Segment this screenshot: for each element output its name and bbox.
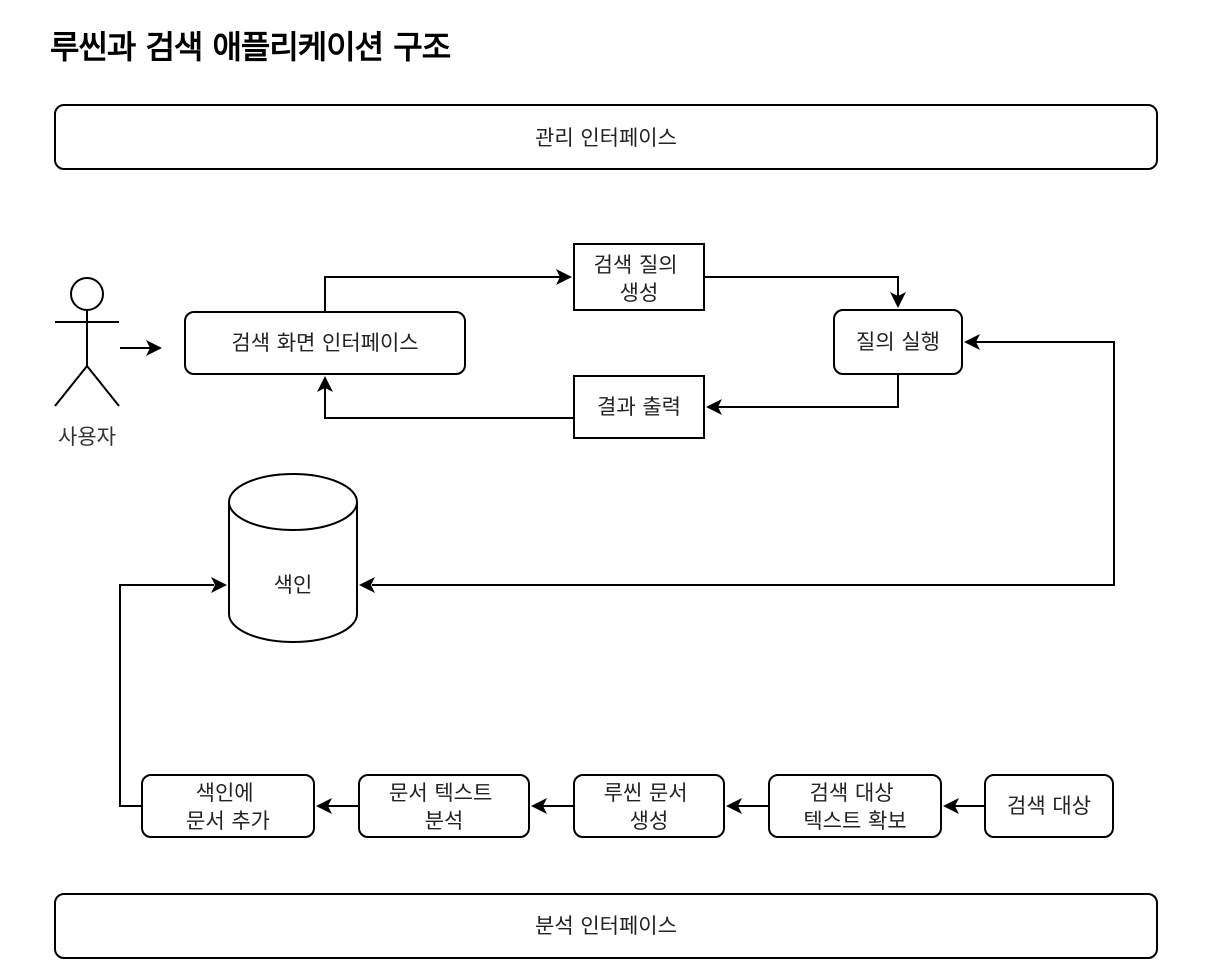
edge-add-to-index-to-index bbox=[119, 577, 227, 807]
add-to-index-node[interactable]: 색인에 문서 추가 bbox=[141, 774, 315, 838]
edge-search-target-to-secure-text bbox=[943, 798, 985, 814]
create-doc-node[interactable]: 루씬 문서 생성 bbox=[573, 774, 725, 838]
edge-query-gen-to-query-exec bbox=[704, 276, 906, 308]
add-to-index-label: 색인에 문서 추가 bbox=[186, 781, 270, 833]
edge-search-ui-to-query-gen bbox=[324, 269, 572, 312]
user-actor-label: 사용자 bbox=[58, 425, 116, 449]
analyze-text-label: 문서 텍스트 분석 bbox=[389, 781, 499, 833]
edge-query-exec-to-result-output bbox=[706, 374, 899, 415]
page-title: 루씬과 검색 애플리케이션 구조 bbox=[50, 28, 451, 66]
edge-index-query-exec bbox=[359, 334, 1115, 593]
admin-interface-node[interactable]: 관리 인터페이스 bbox=[54, 104, 1158, 170]
edge-result-output-to-search-ui bbox=[317, 376, 574, 419]
user-actor-icon bbox=[54, 277, 120, 407]
search-ui-label: 검색 화면 인터페이스 bbox=[231, 331, 418, 355]
user-actor[interactable]: 사용자 bbox=[54, 277, 120, 449]
analyze-text-node[interactable]: 문서 텍스트 분석 bbox=[358, 774, 530, 838]
index-label: 색인 bbox=[274, 573, 313, 597]
index-node[interactable]: 색인 bbox=[228, 473, 358, 643]
result-output-node[interactable]: 결과 출력 bbox=[573, 375, 705, 439]
query-exec-label: 질의 실행 bbox=[856, 330, 940, 354]
edge-create-doc-to-analyze-text bbox=[531, 798, 574, 814]
edge-user-to-search-ui bbox=[120, 340, 162, 356]
query-gen-node[interactable]: 검색 질의 생성 bbox=[573, 243, 705, 311]
secure-text-node[interactable]: 검색 대상 텍스트 확보 bbox=[768, 774, 942, 838]
search-target-node[interactable]: 검색 대상 bbox=[984, 774, 1114, 838]
admin-interface-label: 관리 인터페이스 bbox=[535, 126, 677, 150]
edge-secure-text-to-create-doc bbox=[726, 798, 769, 814]
query-gen-label: 검색 질의 생성 bbox=[594, 253, 685, 305]
edge-analyze-text-to-add-to-index bbox=[316, 798, 359, 814]
search-target-label: 검색 대상 bbox=[1007, 794, 1091, 818]
result-output-label: 결과 출력 bbox=[597, 395, 681, 419]
query-exec-node[interactable]: 질의 실행 bbox=[833, 309, 963, 375]
analysis-interface-label: 분석 인터페이스 bbox=[535, 914, 677, 938]
search-ui-node[interactable]: 검색 화면 인터페이스 bbox=[184, 311, 466, 375]
create-doc-label: 루씬 문서 생성 bbox=[604, 781, 695, 833]
analysis-interface-node[interactable]: 분석 인터페이스 bbox=[54, 893, 1158, 959]
secure-text-label: 검색 대상 텍스트 확보 bbox=[803, 781, 906, 833]
